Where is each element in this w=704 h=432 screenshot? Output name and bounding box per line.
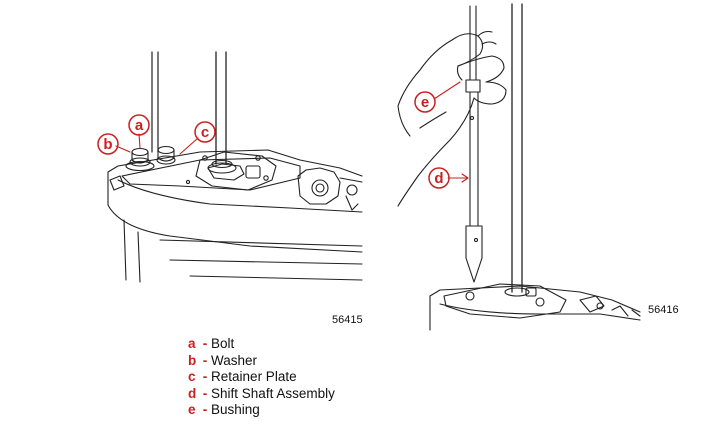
svg-text:d: d	[434, 170, 443, 187]
left-illustration	[107, 51, 363, 283]
legend-dash: -	[202, 336, 208, 351]
legend-dash: -	[202, 369, 208, 385]
right-illustration	[397, 3, 641, 331]
callout-b: b	[97, 133, 119, 155]
callout-e: e	[414, 91, 436, 113]
svg-text:c: c	[201, 124, 209, 141]
legend-label: Retainer Plate	[211, 369, 297, 385]
callout-a: a	[128, 114, 150, 136]
callout-d: d	[428, 167, 450, 189]
legend-dash: -	[202, 352, 208, 368]
svg-text:a: a	[135, 117, 144, 134]
figure-number-right: 56416	[648, 304, 679, 316]
legend-label: Bolt	[211, 336, 235, 351]
legend-key: c	[188, 369, 196, 385]
legend-item-a: a - Bolt	[188, 336, 335, 353]
legend-item-d: d - Shift Shaft Assembly	[188, 386, 335, 403]
legend-key: e	[188, 402, 196, 418]
figure-number-left: 56415	[332, 314, 363, 326]
legend-key: d	[188, 385, 197, 401]
legend-item-c: c - Retainer Plate	[188, 369, 335, 386]
left-callout-leaders	[115, 133, 199, 155]
legend-dash: -	[202, 385, 208, 401]
svg-text:e: e	[421, 94, 429, 111]
legend-label: Washer	[211, 352, 258, 368]
legend-dash: -	[202, 402, 208, 418]
legend-label: Shift Shaft Assembly	[211, 385, 335, 401]
legend-item-b: b - Washer	[188, 353, 335, 370]
legend-key: b	[188, 352, 197, 368]
callout-c: c	[194, 121, 216, 143]
svg-text:b: b	[103, 136, 112, 153]
legend: a - Bolt b - Washer c - Retainer Plate d…	[188, 336, 335, 419]
legend-label: Bushing	[211, 402, 260, 418]
legend-key: a	[188, 336, 196, 351]
legend-item-e: e - Bushing	[188, 402, 335, 419]
right-callout-leaders	[433, 81, 469, 183]
